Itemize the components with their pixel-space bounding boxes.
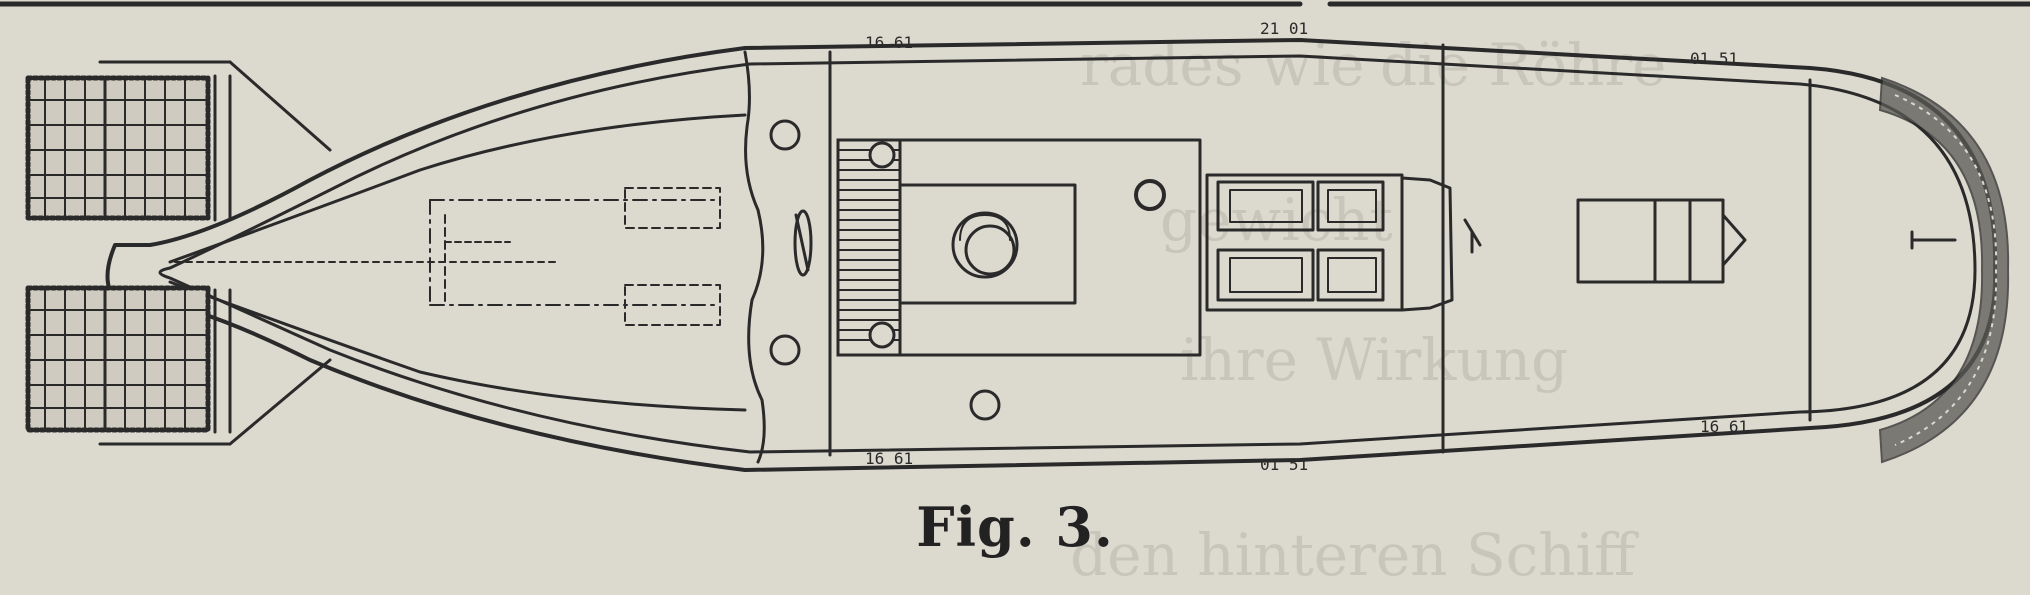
frame-mark-2: 16 61 bbox=[865, 449, 913, 468]
bulkheads bbox=[743, 43, 1812, 464]
frame-mark-1: 16 61 bbox=[865, 33, 913, 52]
frame-mark-4: 01 51 bbox=[1260, 455, 1308, 474]
bleed-line-3: gewicht bbox=[1160, 186, 1393, 254]
bleed-line-4: ihre Wirkung bbox=[1180, 326, 1568, 394]
frame-mark-6: 16 61 bbox=[1700, 417, 1748, 436]
bleed-line-5: den hinteren Schiff bbox=[1070, 521, 1639, 589]
frame-markings: 16 61 16 61 21 01 01 51 01 51 16 61 bbox=[865, 19, 1748, 474]
bleed-line-2: die Röhre bbox=[1380, 31, 1666, 99]
forward-block bbox=[1576, 198, 1747, 284]
tank-compartments bbox=[1205, 173, 1482, 312]
bow-fender bbox=[1878, 76, 2010, 464]
cage-supports bbox=[98, 60, 332, 446]
flywheel bbox=[793, 209, 813, 277]
hull-outline bbox=[105, 38, 1998, 472]
propeller-cage-bottom bbox=[25, 285, 211, 433]
shaft-lines bbox=[174, 187, 721, 326]
frame-mark-3: 21 01 bbox=[1260, 19, 1308, 38]
figure-caption: Fig. 3. bbox=[916, 495, 1114, 559]
battery-block bbox=[836, 138, 902, 357]
engine-block bbox=[898, 138, 1202, 357]
bleed-through-text: rades wie die Röhre gewicht ihre Wirkung… bbox=[1070, 31, 1666, 589]
frame-mark-5: 01 51 bbox=[1690, 49, 1738, 68]
propeller-cage-top bbox=[25, 75, 211, 221]
bow-keel bbox=[1910, 230, 1957, 250]
portholes bbox=[769, 119, 1166, 421]
